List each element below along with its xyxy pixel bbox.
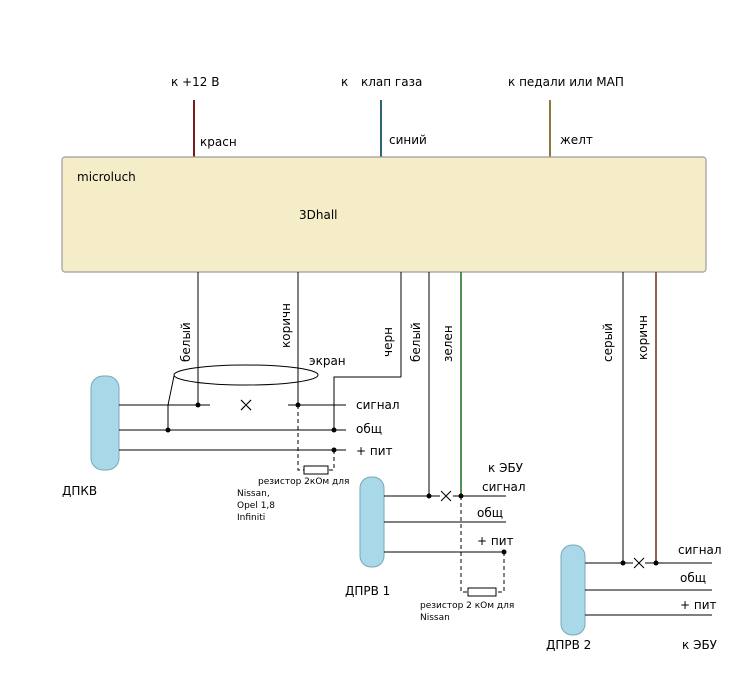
- dpkv-label-signal: сигнал: [356, 398, 400, 412]
- dprv2-name: ДПРВ 2: [546, 638, 591, 652]
- dprv1-resistor-lead-right: [496, 552, 505, 593]
- label-brown1: коричн: [279, 303, 293, 348]
- sensor-dprv2: [561, 545, 585, 635]
- sensor-dpkv-outline: [90, 375, 120, 471]
- label-throttle: клап газа: [361, 75, 422, 89]
- dpkv-name: ДПКВ: [62, 484, 97, 498]
- cut-mark-icon: [440, 490, 452, 502]
- label-wire-red: красн: [200, 135, 237, 149]
- dpkv-resistor-lead-left: [297, 405, 304, 471]
- junction-dot: [620, 560, 626, 566]
- shield-ellipse: [173, 364, 319, 386]
- wire-shield-ground: [333, 376, 401, 430]
- wire-shield-left: [167, 375, 175, 430]
- dprv2-label-pwr: + пит: [680, 598, 717, 612]
- dprv1-resistor-note-2: Nissan: [420, 613, 450, 623]
- dprv1-label-pwr: + пит: [477, 534, 514, 548]
- sensor-dpkv: [91, 376, 119, 470]
- dpkv-label-pwr: + пит: [356, 444, 393, 458]
- dprv1-label-to-ecu: к ЭБУ: [488, 461, 524, 475]
- cut-mark-icon: [240, 399, 252, 411]
- label-k: к: [341, 75, 348, 89]
- dprv1-resistor-icon: [467, 587, 497, 597]
- junction-dot: [331, 427, 337, 433]
- dprv1-resistor-note-1: резистор 2 кОм для: [420, 601, 514, 611]
- dpkv-resistor-note-1: резистор 2кОм для: [258, 477, 349, 487]
- dprv1-name: ДПРВ 1: [345, 584, 390, 598]
- junction-dot: [426, 493, 432, 499]
- junction-dot: [653, 560, 659, 566]
- dprv2-label-gnd: общ: [680, 571, 706, 585]
- label-pedal-map: к педали или МАП: [508, 75, 624, 89]
- controller-block: [62, 157, 706, 272]
- label-plus12v: к +12 В: [171, 75, 219, 89]
- label-brown2: коричн: [636, 315, 650, 360]
- dpkv-resistor-lead-right: [328, 450, 335, 471]
- label-gray: серый: [601, 323, 615, 362]
- dpkv-label-gnd: общ: [356, 422, 382, 436]
- dprv2-label-to-ecu: к ЭБУ: [682, 638, 718, 652]
- label-shield: экран: [309, 354, 346, 368]
- dpkv-resistor-note-3: Opel 1,8: [237, 501, 275, 511]
- block-name: microluch: [77, 170, 136, 184]
- dprv1-label-gnd: общ: [477, 506, 503, 520]
- controller-block-outline: [61, 156, 707, 273]
- cut-mark-icon: [633, 557, 645, 569]
- label-white1: белый: [179, 322, 193, 362]
- label-green: зелен: [441, 325, 455, 362]
- dpkv-resistor-icon: [303, 465, 329, 475]
- junction-dot: [195, 402, 201, 408]
- sensor-dprv1: [360, 477, 384, 567]
- junction-dot: [165, 427, 171, 433]
- label-white2: белый: [409, 322, 423, 362]
- label-black: черн: [381, 327, 395, 357]
- dpkv-resistor-note-4: Infiniti: [237, 513, 265, 523]
- block-model: 3Dhall: [299, 208, 338, 222]
- dprv1-resistor-lead-left: [460, 496, 468, 593]
- dpkv-resistor-note-2: Nissan,: [237, 489, 270, 499]
- dprv2-label-signal: сигнал: [678, 543, 722, 557]
- label-wire-blue: синий: [389, 133, 427, 147]
- dprv1-label-signal: сигнал: [482, 480, 526, 494]
- label-wire-yellow: желт: [560, 133, 593, 147]
